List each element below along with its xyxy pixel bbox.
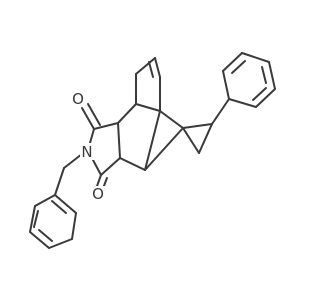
bicyclic-core-bonds bbox=[117, 57, 184, 171]
molecule-structure: O N O bbox=[29, 52, 276, 249]
atom-label-o-top: O bbox=[71, 90, 85, 108]
phenyl-ring-right bbox=[222, 52, 276, 108]
phenyl-ring-left bbox=[29, 167, 77, 249]
svg-text:N: N bbox=[81, 143, 92, 161]
svg-text:O: O bbox=[72, 90, 84, 108]
cyclopropane-bonds bbox=[182, 98, 230, 154]
atom-label-n: N bbox=[80, 143, 94, 161]
svg-text:O: O bbox=[92, 185, 104, 203]
atom-label-o-bottom: O bbox=[91, 185, 105, 203]
